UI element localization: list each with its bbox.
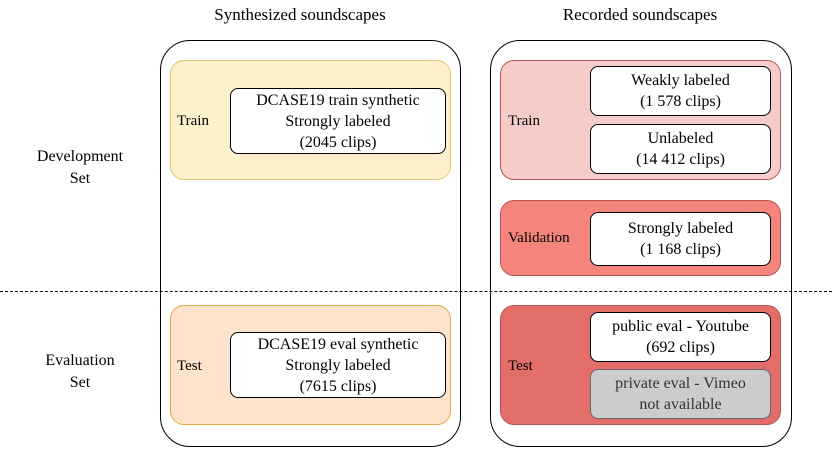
- column-title-synthesized: Synthesized soundscapes: [214, 5, 386, 24]
- recorded-validation-label: Validation: [508, 229, 570, 246]
- recorded-train-label: Train: [508, 112, 540, 129]
- weakly-labeled-box: Weakly labeled (1 578 clips): [590, 66, 771, 116]
- recorded-test-label: Test: [508, 357, 533, 374]
- synthetic-test-label: Test: [177, 357, 202, 374]
- synthetic-train-box: DCASE19 train synthetic Strongly labeled…: [230, 88, 446, 154]
- validation-strongly-labeled-box: Strongly labeled (1 168 clips): [590, 212, 771, 266]
- synthetic-train-label: Train: [177, 112, 209, 129]
- synthetic-test-box: DCASE19 eval synthetic Strongly labeled …: [230, 332, 446, 398]
- row-label-evaluation: Evaluation Set: [45, 352, 115, 391]
- column-title-recorded: Recorded soundscapes: [562, 5, 718, 24]
- set-divider: [0, 291, 832, 292]
- row-label-development: Development Set: [36, 148, 124, 187]
- public-eval-box: public eval - Youtube (692 clips): [590, 312, 771, 362]
- private-eval-box: private eval - Vimeo not available: [590, 369, 771, 419]
- unlabeled-box: Unlabeled (14 412 clips): [590, 124, 771, 174]
